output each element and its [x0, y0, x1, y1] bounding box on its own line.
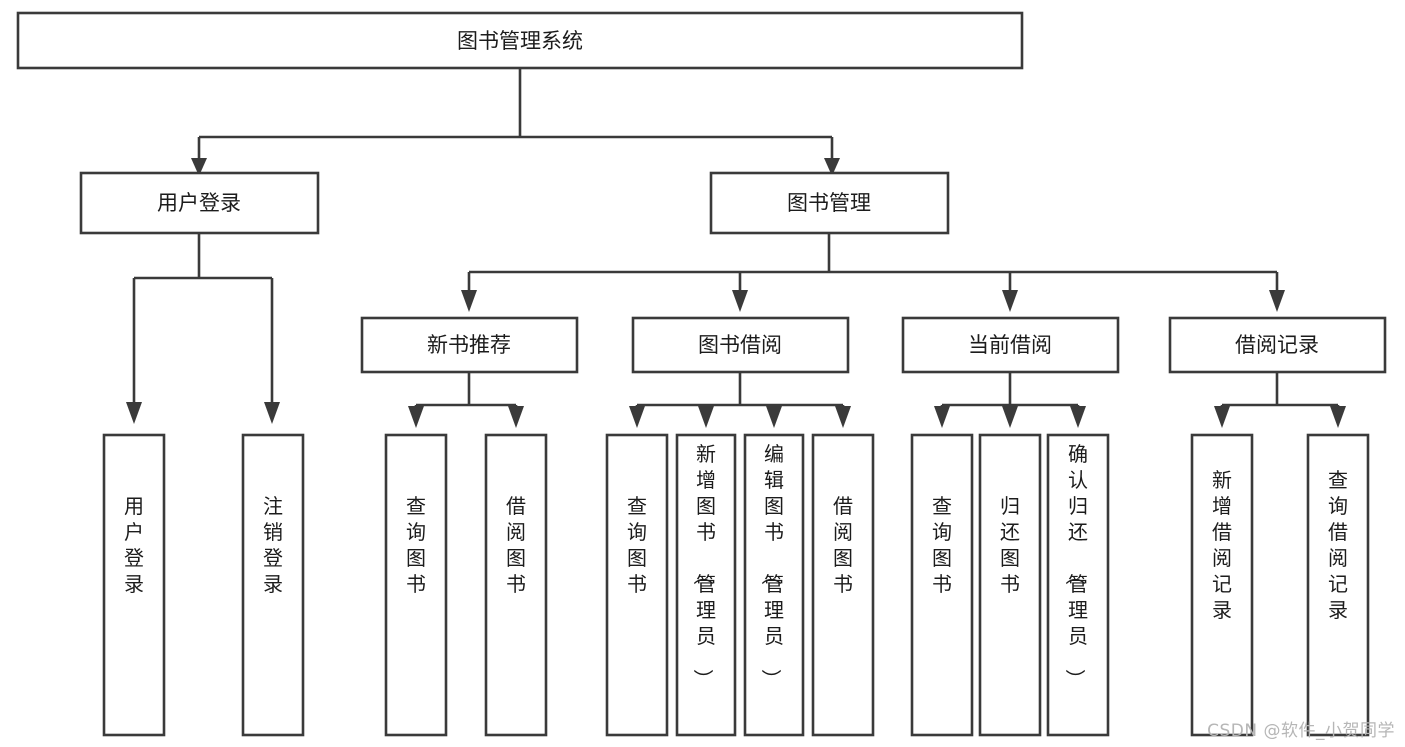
leaf-borrow-edit-label: 编辑图书（管理员）: [759, 442, 784, 689]
node-current-borrow-label: 当前借阅: [968, 333, 1052, 357]
arrow-current-leaf-2: [1002, 406, 1018, 428]
arrow-borrow-leaf-2: [698, 406, 714, 428]
node-new-book-recommend[interactable]: 新书推荐: [360, 316, 579, 374]
leaf-current-confirm-label: 确认归还（管理员）: [1063, 442, 1088, 689]
arrow-root-to-user-login: [191, 158, 207, 176]
arrow-borrow-leaf-4: [835, 406, 851, 428]
arrow-current-leaf-3: [1070, 406, 1086, 428]
node-borrow-record[interactable]: 借阅记录: [1168, 316, 1387, 374]
node-new-book-recommend-box[interactable]: [360, 316, 579, 374]
node-borrow-record-label: 借阅记录: [1235, 333, 1319, 357]
leaf-node[interactable]: 查询图书: [384, 433, 448, 737]
node-user-login-label: 用户登录: [157, 191, 241, 215]
leaf-node[interactable]: 编辑图书（管理员）: [743, 433, 805, 737]
leaf-record-query-label: 查询借阅记录: [1328, 468, 1348, 622]
leaf-current-return-box[interactable]: [978, 433, 1042, 737]
node-user-login[interactable]: 用户登录: [79, 171, 320, 235]
node-current-borrow[interactable]: 当前借阅: [901, 316, 1120, 374]
leaf-borrow-edit-box[interactable]: [743, 433, 805, 737]
node-book-management-box[interactable]: [709, 171, 950, 235]
leaf-borrow-query-box[interactable]: [605, 433, 669, 737]
leaf-current-query-label: 查询图书: [932, 494, 952, 596]
leaf-node[interactable]: 查询图书: [605, 433, 669, 737]
arrow-bm-to-current: [1002, 290, 1018, 312]
leaf-current-query-box[interactable]: [910, 433, 974, 737]
leaf-node[interactable]: 用户登录: [102, 433, 166, 737]
node-book-borrow[interactable]: 图书借阅: [631, 316, 850, 374]
leaf-node[interactable]: 借阅图书: [811, 433, 875, 737]
arrow-bm-to-new-book: [461, 290, 477, 312]
node-book-borrow-box[interactable]: [631, 316, 850, 374]
leaf-record-add-label: 新增借阅记录: [1212, 468, 1232, 622]
node-user-login-box[interactable]: [79, 171, 320, 235]
node-book-management[interactable]: 图书管理: [709, 171, 950, 235]
leaf-node[interactable]: 归还图书: [978, 433, 1042, 737]
arrow-newbook-leaf-1: [408, 406, 424, 428]
leaf-node[interactable]: 查询图书: [910, 433, 974, 737]
leaf-newbook-query-box[interactable]: [384, 433, 448, 737]
leaf-newbook-query-label: 查询图书: [406, 494, 426, 596]
leaf-logout-box[interactable]: [241, 433, 305, 737]
arrow-borrow-leaf-1: [629, 406, 645, 428]
leaf-node[interactable]: 注销登录: [241, 433, 305, 737]
leaf-record-add-box[interactable]: [1190, 433, 1254, 737]
leaf-node[interactable]: 新增图书（管理员）: [675, 433, 737, 737]
node-root[interactable]: 图书管理系统: [16, 11, 1024, 70]
arrow-record-leaf-2: [1330, 406, 1346, 428]
leaf-current-confirm-box[interactable]: [1046, 433, 1110, 737]
node-book-borrow-label: 图书借阅: [698, 333, 782, 357]
leaf-node[interactable]: 查询借阅记录: [1306, 433, 1370, 737]
leaf-node[interactable]: 新增借阅记录: [1190, 433, 1254, 737]
leaf-newbook-borrow-box[interactable]: [484, 433, 548, 737]
arrow-root-to-book-mgmt: [824, 158, 840, 176]
leaf-borrow-query-label: 查询图书: [627, 494, 647, 596]
csdn-watermark: CSDN @软件_小贺同学: [1207, 721, 1395, 741]
arrow-bm-to-borrow: [732, 290, 748, 312]
node-book-management-label: 图书管理: [787, 191, 871, 215]
leaf-borrow-lend-label: 借阅图书: [833, 494, 853, 596]
leaf-user-login-box[interactable]: [102, 433, 166, 737]
arrow-newbook-leaf-2: [508, 406, 524, 428]
leaf-node[interactable]: 借阅图书: [484, 433, 548, 737]
leaf-borrow-add-label: 新增图书（管理员）: [691, 442, 716, 689]
arrow-to-leaf-logout: [264, 402, 280, 424]
leaf-logout-label: 注销登录: [263, 494, 283, 596]
arrow-current-leaf-1: [934, 406, 950, 428]
arrow-borrow-leaf-3: [766, 406, 782, 428]
node-new-book-recommend-label: 新书推荐: [427, 333, 511, 357]
leaf-node[interactable]: 确认归还（管理员）: [1046, 433, 1110, 737]
node-root-box[interactable]: [16, 11, 1024, 70]
leaf-newbook-borrow-label: 借阅图书: [506, 494, 526, 596]
arrow-bm-to-record: [1269, 290, 1285, 312]
leaf-current-return-label: 归还图书: [1000, 494, 1020, 596]
leaf-borrow-add-box[interactable]: [675, 433, 737, 737]
node-current-borrow-box[interactable]: [901, 316, 1120, 374]
leaf-borrow-lend-box[interactable]: [811, 433, 875, 737]
arrow-to-leaf-user-login: [126, 402, 142, 424]
connector-layer: [126, 68, 1346, 428]
arrow-record-leaf-1: [1214, 406, 1230, 428]
node-root-label: 图书管理系统: [457, 29, 583, 53]
leaf-record-query-box[interactable]: [1306, 433, 1370, 737]
node-borrow-record-box[interactable]: [1168, 316, 1387, 374]
leaf-user-login-label: 用户登录: [124, 494, 144, 596]
